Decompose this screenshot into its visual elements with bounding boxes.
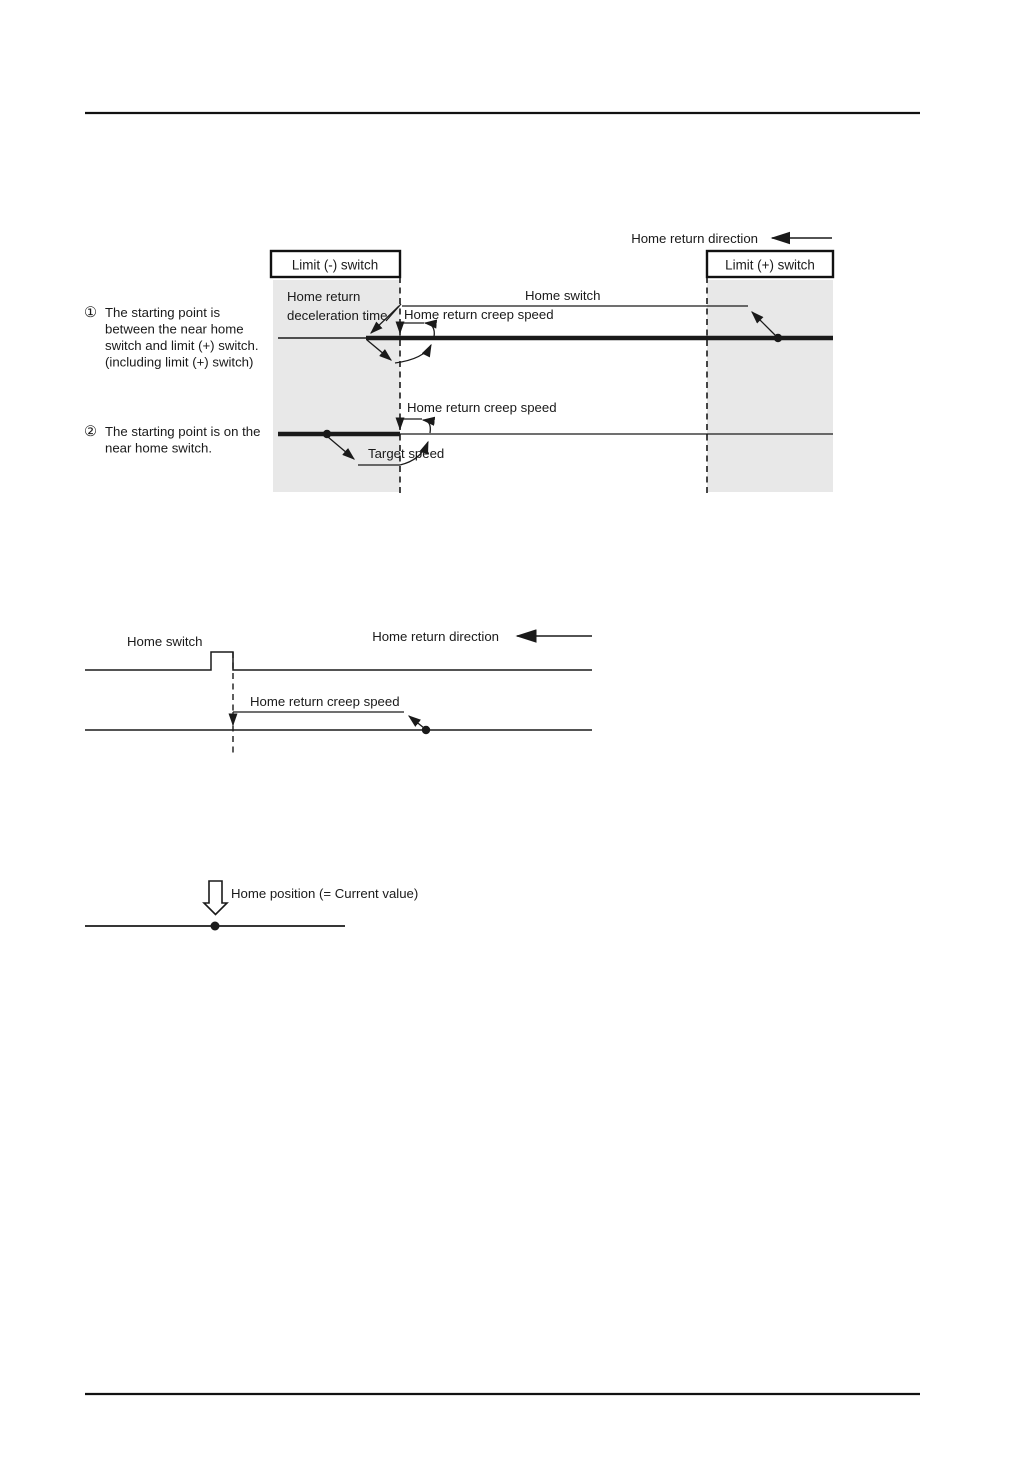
limit-plus-box [705, 249, 835, 279]
case1-creep-reverse-arrow [423, 319, 438, 338]
diagram-home-return-overview: Limit (-) switch Limit (+) switch Home r… [84, 231, 835, 497]
diagram-home-switch-timing: Home switch Home return direction Home r… [85, 629, 592, 753]
case1-text-line2: between the near home [105, 322, 244, 337]
limit-minus-box [269, 249, 402, 279]
case1-overshoot-arrow [366, 339, 392, 361]
case2-return-arrow [399, 440, 429, 466]
home-switch-label: Home switch [525, 288, 600, 303]
direction-label: Home return direction [631, 231, 758, 246]
target-speed-label: Target speed [368, 446, 444, 461]
case1-return-arrow [394, 343, 432, 364]
case1-text-line1: The starting point is [105, 305, 220, 320]
accel-arrow [407, 715, 425, 729]
case2-number: ② [84, 424, 97, 440]
home-switch-label: Home switch [127, 634, 202, 649]
case2-creep-reverse-arrow [421, 416, 436, 434]
home-position-block-arrow-icon [202, 880, 229, 916]
case2-text-line1: The starting point is on the [105, 424, 260, 439]
limit-plus-region [707, 280, 833, 492]
creep-label-case2: Home return creep speed [407, 400, 557, 415]
case1-text-line3: switch and limit (+) switch. [105, 338, 259, 353]
limit-minus-region [273, 280, 400, 492]
home-position-dot [210, 921, 220, 931]
creep-label: Home return creep speed [250, 694, 400, 709]
direction-label: Home return direction [372, 629, 499, 644]
case2-leave-arrow [327, 436, 355, 460]
home-position-label: Home position (= Current value) [231, 886, 418, 901]
creep-label-case1: Home return creep speed [404, 307, 554, 322]
case1-accel-arrow [751, 311, 777, 337]
case1-text-line4: (including limit (+) switch) [105, 355, 253, 370]
case2-start-dot [322, 429, 332, 439]
decel-label-line2: deceleration time [287, 308, 387, 323]
limit-plus-label: Limit (+) switch [725, 258, 815, 273]
decel-label-line1: Home return [287, 289, 360, 304]
limit-minus-label: Limit (-) switch [292, 258, 378, 273]
home-switch-signal-line [85, 651, 592, 671]
case1-number: ① [84, 305, 97, 321]
case1-decel-arrow [370, 305, 400, 334]
diagram-home-position: Home position (= Current value) [85, 880, 418, 931]
case2-text-line2: near home switch. [105, 441, 212, 456]
